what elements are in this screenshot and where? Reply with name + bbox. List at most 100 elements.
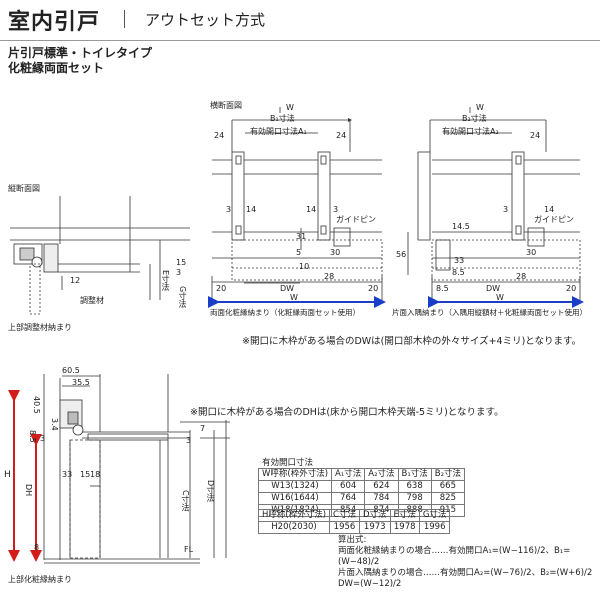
dim-3-left: 3: [226, 205, 232, 214]
vertical-section-upper: [10, 196, 190, 315]
b2-label: B₂寸法: [462, 114, 487, 123]
g-dim-label: G寸法: [178, 286, 187, 309]
dim-28-right: 28: [516, 272, 527, 281]
guide-pin-left: ガイドピン: [336, 215, 376, 224]
dim-14-5: 14.5: [452, 222, 470, 231]
dim-7: 7: [200, 424, 206, 433]
description-line-2: 化粧縁両面セット: [8, 61, 105, 75]
d-dim-label: D寸法: [206, 480, 215, 503]
table-cell: 1973: [358, 521, 391, 534]
page-title: 室内引戸: [8, 10, 101, 35]
table-cell: 798: [397, 492, 432, 505]
dim-5-left: 5: [296, 248, 302, 257]
dw-label-left: DW: [280, 284, 295, 293]
e-dim-label: E寸法: [161, 270, 170, 292]
dim-15-lower: 15: [80, 470, 91, 479]
dim-20-left-b: 20: [368, 284, 379, 293]
table-cell: 638: [397, 480, 432, 493]
caption-right: 片面入隅納まり（入隅用縦額材＋化粧縁両面セット使用）: [392, 308, 587, 317]
title-separator: [124, 10, 125, 28]
dim-3-left-b: 3: [333, 205, 339, 214]
table-header: B₂寸法: [430, 468, 466, 481]
dim-24-left-a: 24: [214, 131, 225, 140]
header-divider: [0, 40, 600, 41]
calculation-formulas: 算出式: 両面化粧縁納まりの場合……有効開口A₁=(W−116)/2、B₁=(W…: [338, 535, 600, 590]
dim-20-right: 20: [566, 284, 577, 293]
table-cell: H20(2030): [257, 521, 331, 534]
table-header: W呼称(枠外寸法): [257, 468, 333, 481]
dim-60-5: 60.5: [62, 366, 80, 375]
note-dw: ※開口に木枠がある場合のDWは(開口部木枠の外々サイズ+4ミリ)となります。: [242, 336, 582, 347]
table-cell: W13(1324): [257, 480, 333, 493]
dim-24-left-b: 24: [336, 131, 347, 140]
dw-label-right: DW: [486, 284, 501, 293]
table-row: W13(1324) 604 624 638 665: [257, 480, 466, 493]
dim-3-4: 3.4: [50, 418, 59, 431]
caption-lower: 上部化粧縁納まり: [8, 575, 72, 584]
table-cell: 764: [331, 492, 366, 505]
table-cell: 1996: [418, 521, 451, 534]
height-table: H呼称(枠外寸法) C寸法 D寸法 E寸法 G寸法 H20(2030) 1956…: [257, 509, 451, 534]
w-top-label-left: W: [286, 103, 294, 112]
w-top-label-right: W: [476, 103, 484, 112]
table-cell: 1956: [329, 521, 360, 534]
dim-30-left: 30: [330, 248, 341, 257]
table1-caption: 有効開口寸法: [262, 458, 314, 468]
dim-8-5-b: 8.5: [436, 284, 449, 293]
table-cell: 784: [364, 492, 399, 505]
table-header-row: H呼称(枠外寸法) C寸法 D寸法 E寸法 G寸法: [257, 509, 451, 522]
product-description: 片引戸標準・トイレタイプ 化粧縁両面セット: [8, 46, 152, 76]
table-header-row: W呼称(枠外寸法) A₁寸法 A₂寸法 B₁寸法 B₂寸法: [257, 468, 466, 481]
section-right-drawing: [407, 119, 581, 300]
caption-upper: 上部調整材納まり: [8, 323, 72, 332]
table-cell: 665: [430, 480, 466, 493]
dim-33-lower: 33: [62, 470, 73, 479]
calc-line-2: 片面入隅納まりの場合……有効開口A₂=(W−76)/2、B₂=(W+6)/2: [338, 568, 593, 578]
table-row: W16(1644) 764 784 798 825: [257, 492, 466, 505]
yokodanmen-label: 横断面図: [210, 101, 242, 110]
table-header: E寸法: [389, 509, 420, 522]
calc-line-3: DW=(W−12)/2: [338, 579, 402, 589]
page-header: 室内引戸 アウトセット方式: [0, 0, 600, 40]
dim-8: 8: [34, 543, 40, 552]
dim-14-left: 14: [246, 205, 257, 214]
dim-14-left-b: 14: [306, 205, 317, 214]
calc-line-1: 両面化粧縁納まりの場合……有効開口A₁=(W−116)/2、B₁=(W−48)/…: [338, 546, 571, 567]
dim-12: 12: [70, 276, 81, 285]
caption-left: 両面化粧縁納まり（化粧縁両面セット使用）: [210, 308, 360, 317]
c-dim-label: C寸法: [181, 490, 190, 512]
dim-14-right: 14: [544, 205, 555, 214]
dim-24-right: 24: [530, 131, 541, 140]
dim-18-lower: 18: [90, 470, 101, 479]
description-line-1: 片引戸標準・トイレタイプ: [8, 46, 153, 60]
vertical-section-lower: [43, 374, 230, 564]
table-header: H呼称(枠外寸法): [257, 509, 331, 522]
dim-56: 56: [396, 250, 407, 259]
w-bottom-right: W: [496, 293, 504, 302]
dim-35-5: 35.5: [72, 378, 90, 387]
a1-label: 有効開口寸法A₁: [250, 127, 307, 136]
a2-label: 有効開口寸法A₂: [442, 127, 499, 136]
calc-title: 算出式:: [338, 535, 367, 545]
page-subtitle: アウトセット方式: [145, 11, 266, 29]
b1-label: B₁寸法: [270, 114, 295, 123]
dim-33: 33: [454, 256, 465, 265]
tatedanmen-label: 縦断面図: [8, 184, 40, 193]
table-cell: 624: [364, 480, 399, 493]
table-header: A₁寸法: [331, 468, 366, 481]
fl-label: FL: [184, 545, 194, 554]
dim-31-left: 31: [296, 232, 307, 241]
h-label: H: [4, 470, 11, 480]
chouseizai-label: 調整材: [80, 296, 104, 305]
table-header: B₁寸法: [397, 468, 432, 481]
table-header: D寸法: [358, 509, 391, 522]
table-header: A₂寸法: [364, 468, 399, 481]
dim-8-5: 8.5: [452, 268, 465, 277]
table-row: H20(2030) 1956 1973 1978 1996: [257, 521, 451, 534]
dim-3-small: 3: [176, 268, 182, 277]
dim-3-v: 3: [40, 434, 46, 443]
dim-3-lower: 3: [186, 436, 192, 445]
dim-20-left-a: 20: [216, 284, 227, 293]
